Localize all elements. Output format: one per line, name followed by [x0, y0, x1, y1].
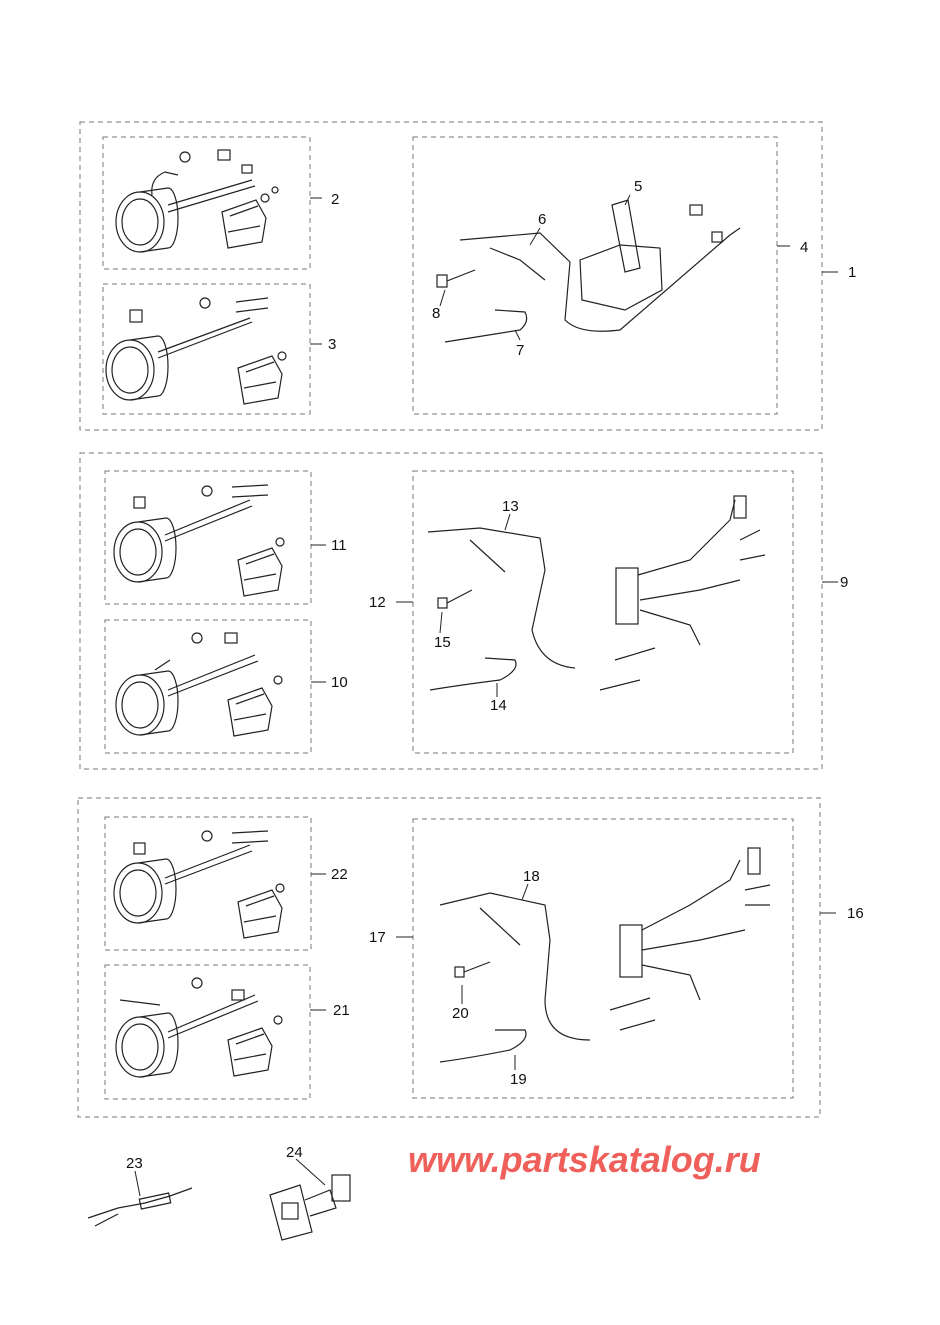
label-15: 15 — [434, 634, 451, 651]
label-24: 24 — [286, 1144, 303, 1161]
label-22: 22 — [331, 866, 348, 883]
label-12: 12 — [369, 594, 386, 611]
group-16: 22 21 17 16 18 20 19 — [77, 797, 864, 1118]
wiring-kit-12-frame — [412, 470, 794, 754]
remote-control-drawing — [436, 199, 741, 343]
label-16: 16 — [847, 905, 864, 922]
label-19: 19 — [510, 1071, 527, 1088]
gauge-kit-3-drawing — [105, 297, 287, 405]
watermark-text: www.partskatalog.ru — [408, 1139, 761, 1180]
group-1-frame — [79, 121, 823, 431]
label-21: 21 — [333, 1002, 350, 1019]
label-20: 20 — [452, 1005, 469, 1022]
wiring-kit-17-frame — [412, 818, 794, 1099]
label-3: 3 — [328, 336, 336, 353]
gauge-kit-10-drawing — [115, 632, 283, 737]
remote-control-frame — [412, 136, 778, 415]
gauge-kit-2-frame — [102, 136, 311, 270]
label-4: 4 — [800, 239, 808, 256]
label-14: 14 — [490, 697, 507, 714]
label-2: 2 — [331, 191, 339, 208]
label-6: 6 — [538, 211, 546, 228]
label-17: 17 — [369, 929, 386, 946]
label-1: 1 — [848, 264, 856, 281]
group-9: 11 10 12 9 13 15 14 — [79, 452, 848, 770]
label-23: 23 — [126, 1155, 143, 1172]
group-9-frame — [79, 452, 823, 770]
label-7: 7 — [516, 342, 524, 359]
label-8: 8 — [432, 305, 440, 322]
wiring-kit-12-drawing — [427, 495, 766, 691]
label-13: 13 — [502, 498, 519, 515]
gauge-kit-3-frame — [102, 283, 311, 415]
gauge-kit-22-drawing — [113, 830, 285, 939]
group-1: 2 3 4 1 5 6 8 7 — [79, 121, 856, 431]
label-18: 18 — [523, 868, 540, 885]
part-24: 24 — [269, 1144, 351, 1241]
group-16-frame — [77, 797, 821, 1118]
gauge-kit-11-frame — [104, 470, 312, 605]
gauge-kit-21-drawing — [115, 977, 283, 1078]
gauge-kit-10-frame — [104, 619, 312, 754]
gauge-kit-22-frame — [104, 816, 312, 951]
wiring-kit-17-drawing — [439, 847, 771, 1063]
gauge-kit-2-drawing — [115, 149, 279, 253]
part-23: 23 — [87, 1155, 193, 1227]
label-5: 5 — [634, 178, 642, 195]
label-9: 9 — [840, 574, 848, 591]
label-10: 10 — [331, 674, 348, 691]
label-11: 11 — [331, 537, 347, 554]
gauge-kit-11-drawing — [113, 484, 285, 597]
gauge-kit-21-frame — [104, 964, 311, 1100]
